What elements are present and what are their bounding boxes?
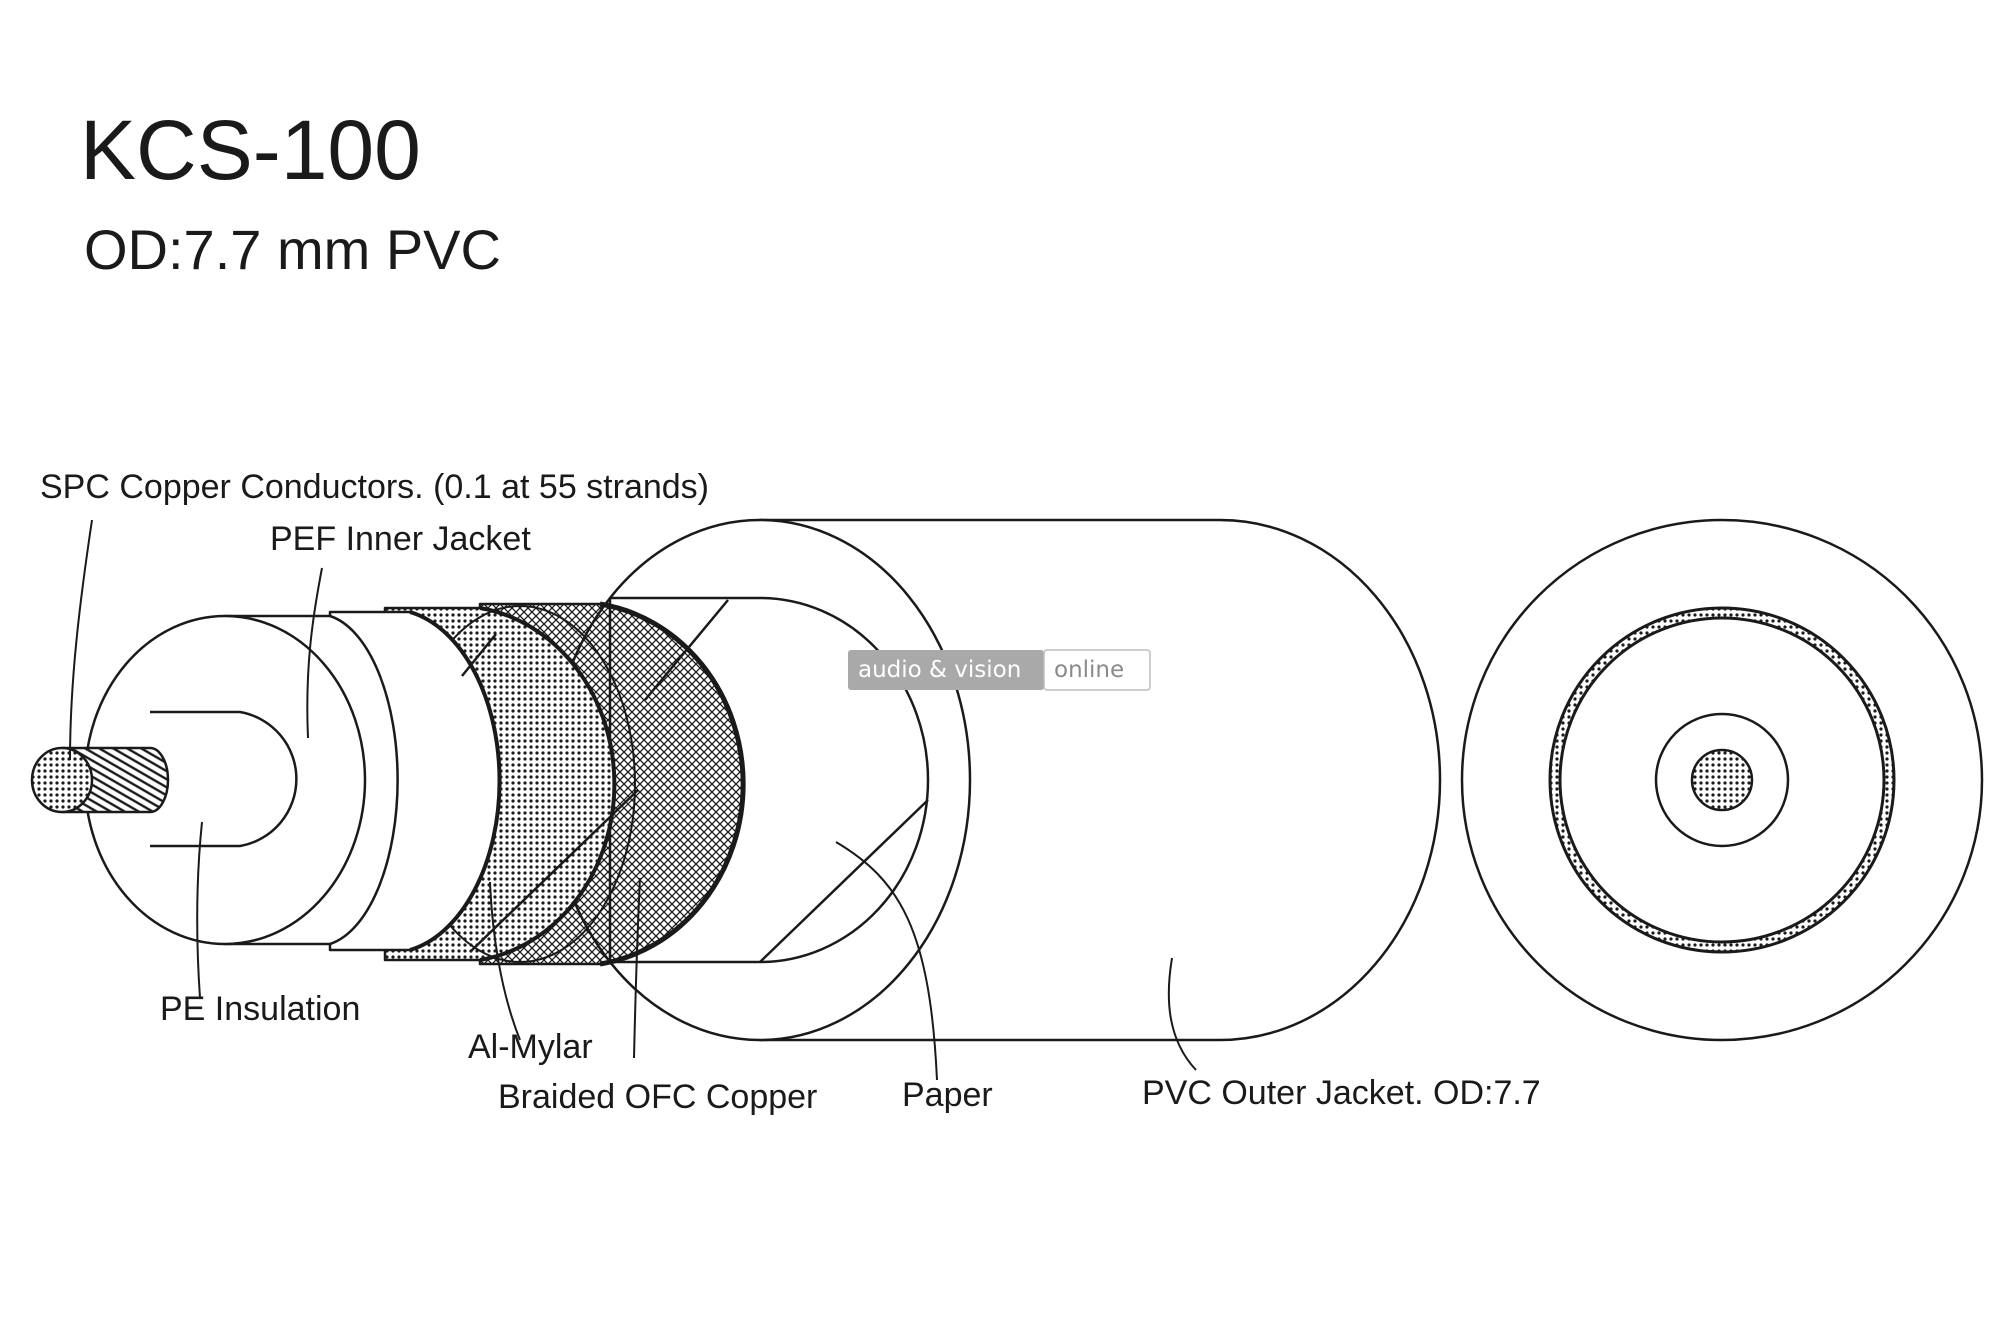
label-spc-copper-conductors: SPC Copper Conductors. (0.1 at 55 strand… xyxy=(40,468,709,506)
label-pe-insulation: PE Insulation xyxy=(160,990,360,1028)
watermark-left-box xyxy=(848,650,1044,690)
label-pvc-outer-jacket: PVC Outer Jacket. OD:7.7 xyxy=(1142,1074,1541,1112)
label-pef-inner-jacket: PEF Inner Jacket xyxy=(270,520,531,558)
watermark-logo: audio & vision online xyxy=(848,649,1151,691)
watermark-text-left: audio & vision xyxy=(858,657,1021,683)
leader-lines xyxy=(69,519,1197,1081)
page-subtitle: OD:7.7 mm PVC xyxy=(84,218,501,281)
watermark-right-box xyxy=(1043,649,1151,691)
label-braided-ofc-copper: Braided OFC Copper xyxy=(498,1078,817,1116)
cross-section-conductor xyxy=(1690,748,1754,812)
watermark-text-right: online xyxy=(1054,657,1124,683)
label-paper: Paper xyxy=(902,1076,993,1114)
label-al-mylar: Al-Mylar xyxy=(468,1028,593,1066)
page-title: KCS-100 xyxy=(80,103,421,197)
conductor-end-dots xyxy=(30,746,94,814)
